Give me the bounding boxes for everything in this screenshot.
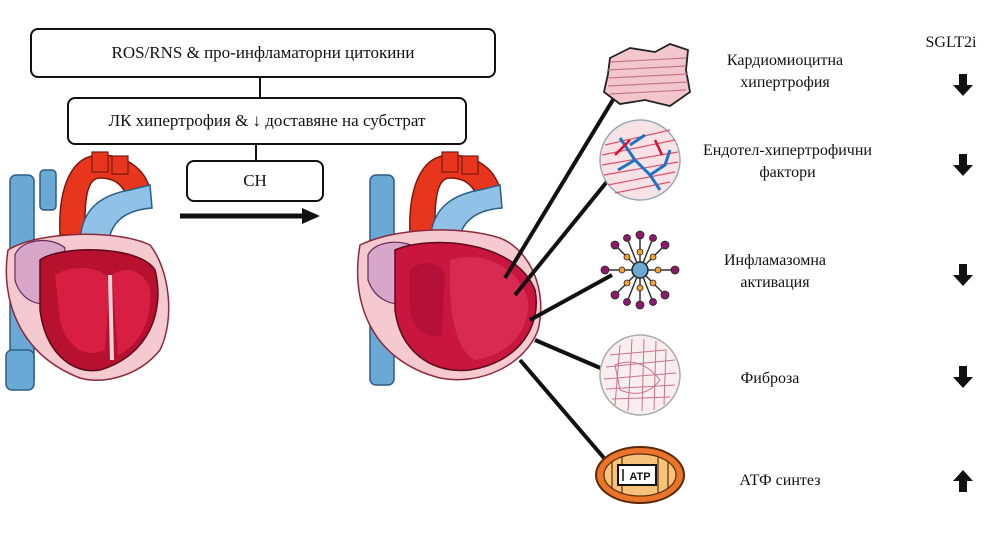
effect-line1: Фиброза bbox=[740, 370, 800, 387]
hypertrophic-heart bbox=[356, 151, 542, 386]
effect-label-endothelial: Ендотел-хипертрофични фактори bbox=[700, 140, 875, 184]
sglt2i-header: SGLT2i bbox=[925, 34, 977, 51]
transition-arrow bbox=[180, 208, 320, 224]
effect-label-cardiomyocyte: Кардиомиоцитна хипертрофия bbox=[705, 50, 865, 94]
effect-label-atp: АТФ синтез bbox=[720, 470, 840, 492]
normal-heart bbox=[5, 151, 170, 391]
connector-lines bbox=[503, 73, 630, 467]
effect-line1: Кардиомиоцитна bbox=[726, 52, 844, 69]
effect-line2: фактори bbox=[759, 164, 816, 181]
mitochondrion-icon: ATP bbox=[595, 446, 685, 504]
fibrosis-icon bbox=[599, 334, 681, 416]
cardiomyocyte-icon bbox=[602, 43, 691, 107]
heart-failure-box: СН bbox=[186, 160, 324, 202]
effect-label-fibrosis: Фиброза bbox=[720, 368, 820, 390]
ros-rns-cytokines-box: ROS/RNS & про-инфламаторни цитокини bbox=[30, 28, 496, 78]
up-arrow-icon bbox=[953, 470, 973, 492]
effect-line2: активация bbox=[740, 274, 810, 291]
down-arrow-icon bbox=[953, 154, 973, 176]
atp-text: ATP bbox=[629, 471, 650, 483]
down-arrow-icon bbox=[953, 366, 973, 388]
effect-line1: Ендотел-хипертрофични bbox=[703, 142, 872, 159]
down-arrow-icon bbox=[953, 264, 973, 286]
inflammasome-icon bbox=[600, 230, 680, 310]
endothelium-icon bbox=[599, 119, 681, 201]
effect-label-inflammasome: Инфламазомна активация bbox=[700, 250, 850, 294]
effect-line2: хипертрофия bbox=[740, 74, 830, 91]
lv-hypertrophy-box: ЛК хипертрофия & ↓ доставяне на субстрат bbox=[67, 97, 467, 145]
down-arrow-icon bbox=[953, 74, 973, 96]
effect-line1: АТФ синтез bbox=[739, 472, 821, 489]
effect-line1: Инфламазомна bbox=[724, 252, 826, 269]
